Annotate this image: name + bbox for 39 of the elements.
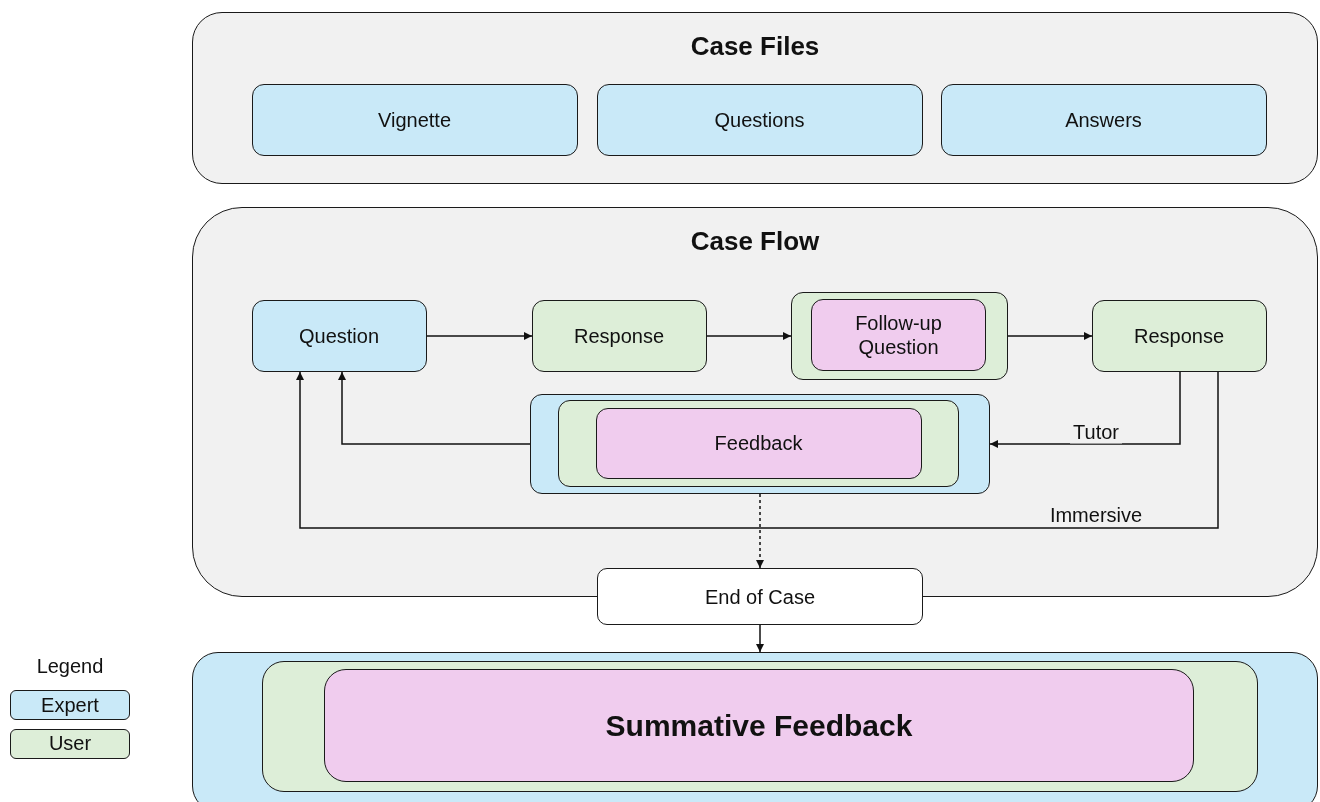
section-title: Case Files — [689, 31, 821, 63]
arrow — [706, 332, 792, 340]
container-box — [192, 652, 1318, 802]
node-label: Question — [297, 323, 381, 348]
arrow — [756, 493, 764, 569]
legend-swatch: Expert — [10, 690, 130, 720]
process-box — [531, 299, 707, 372]
process-box — [251, 83, 578, 156]
arrow — [756, 624, 764, 653]
process-box — [1091, 299, 1267, 372]
process-box — [251, 299, 427, 372]
process-box — [597, 568, 923, 625]
container-box — [529, 393, 990, 494]
process-box — [811, 299, 986, 371]
section-title: Case Flow — [689, 226, 821, 258]
legend-swatch: User — [10, 728, 130, 759]
process-box — [940, 83, 1267, 156]
process-box — [595, 407, 922, 479]
legend-title: Legend — [35, 655, 105, 678]
arrow — [426, 332, 533, 340]
node-label: Response — [572, 323, 666, 348]
container-box — [261, 660, 1258, 792]
container-box — [790, 291, 1008, 380]
node-label: Answers — [1064, 107, 1143, 132]
arrow — [989, 371, 1181, 448]
node-label: Summative Feedback — [604, 707, 914, 744]
node-label: Feedback — [713, 431, 804, 455]
node-label: Follow-up Question — [854, 311, 943, 359]
process-box — [596, 83, 923, 156]
node-label: End of Case — [703, 584, 817, 609]
container-box — [558, 400, 959, 487]
node-label: Response — [1132, 323, 1226, 348]
section-panel — [192, 12, 1318, 184]
summary-box — [324, 669, 1194, 782]
arrow — [338, 371, 531, 445]
arrow — [296, 371, 1219, 529]
arrow — [1007, 332, 1093, 340]
node-label: Vignette — [377, 107, 452, 132]
node-label: Questions — [713, 107, 806, 132]
